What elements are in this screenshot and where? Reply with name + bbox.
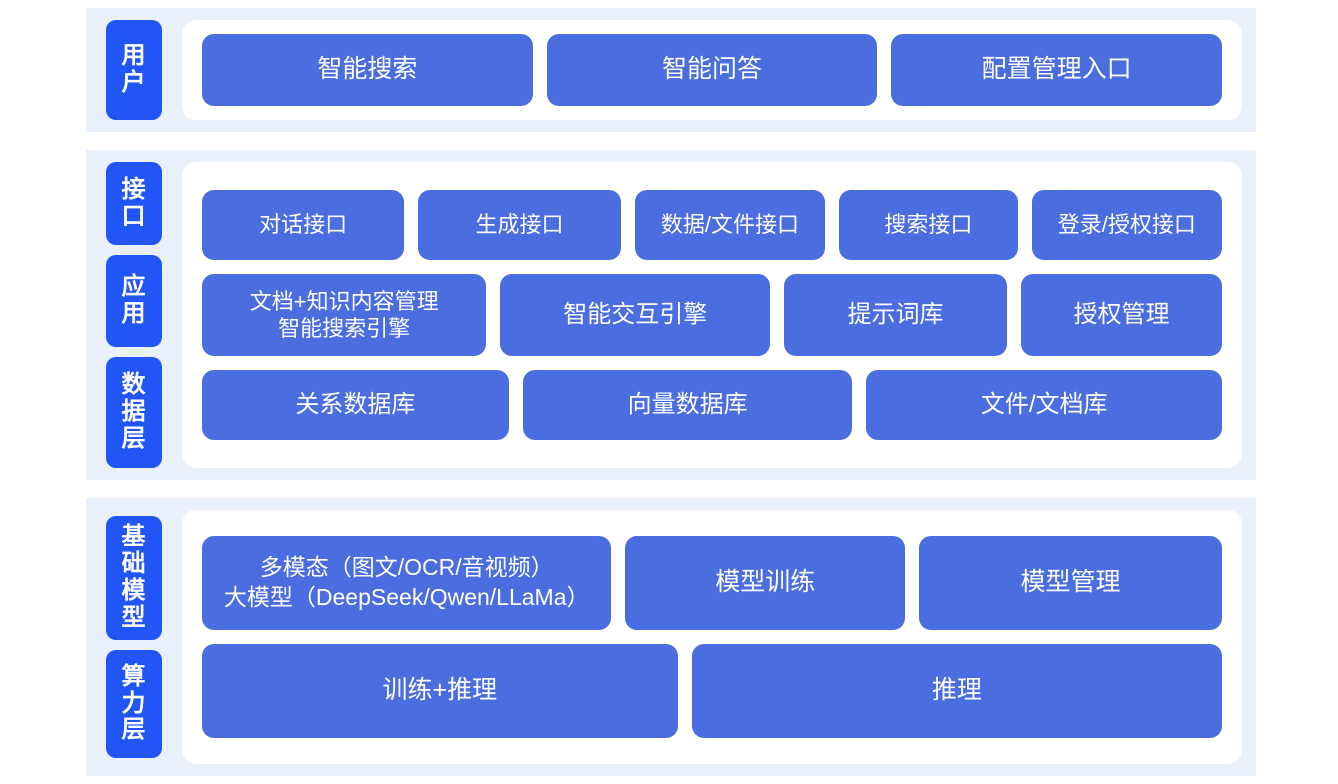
tab-user[interactable]: 用户 (106, 20, 162, 120)
box-search-api[interactable]: 搜索接口 (839, 190, 1018, 260)
box-smart-qa[interactable]: 智能问答 (546, 34, 878, 106)
tab-interface[interactable]: 接口 (106, 162, 162, 246)
tab-label-char: 力 (121, 689, 147, 717)
box-authorization-management[interactable]: 授权管理 (1020, 274, 1222, 356)
box-dialog-api[interactable]: 对话接口 (202, 190, 405, 260)
box-vector-database[interactable]: 向量数据库 (522, 370, 853, 440)
box-document-knowledge-management[interactable]: 文档+知识内容管理 智能搜索引擎 (202, 274, 487, 356)
tab-label-char: 层 (121, 424, 147, 452)
tab-label-char: 数 (121, 371, 147, 399)
tab-label-char: 用 (121, 42, 147, 70)
box-multimodal-large-model[interactable]: 多模态（图文/OCR/音视频） 大模型（DeepSeek/Qwen/LLaMa） (202, 536, 612, 630)
box-login-auth-api[interactable]: 登录/授权接口 (1031, 190, 1223, 260)
band-user: 用户 智能搜索 智能问答 配置管理入口 (86, 8, 1256, 132)
tab-label-char: 接 (121, 175, 147, 203)
tab-compute-layer[interactable]: 算力层 (106, 650, 162, 758)
box-generation-api[interactable]: 生成接口 (418, 190, 621, 260)
tab-label-char: 模 (121, 577, 147, 604)
band-middle-tabs: 接口 应用 数据层 (86, 150, 182, 480)
box-data-file-api[interactable]: 数据/文件接口 (634, 190, 826, 260)
tab-label-char: 基 (121, 523, 147, 551)
box-training-and-inference[interactable]: 训练+推理 (202, 644, 678, 738)
tab-label-char: 算 (121, 662, 147, 690)
box-config-management-entry[interactable]: 配置管理入口 (891, 34, 1223, 106)
tab-label-char: 用 (121, 300, 147, 328)
tab-label-char: 户 (121, 69, 147, 96)
row-compute: 训练+推理 推理 (202, 644, 1222, 738)
tab-data-layer[interactable]: 数据层 (106, 356, 162, 468)
tab-label-char: 应 (121, 273, 147, 301)
row-application: 文档+知识内容管理 智能搜索引擎 智能交互引擎 提示词库 授权管理 (202, 274, 1222, 356)
box-prompt-library[interactable]: 提示词库 (784, 274, 1007, 356)
tab-label-char: 口 (121, 202, 147, 230)
band-middle-card: 对话接口 生成接口 数据/文件接口 搜索接口 登录/授权接口 文档+知识内容管理… (182, 162, 1242, 468)
box-model-management[interactable]: 模型管理 (919, 536, 1222, 630)
box-inference[interactable]: 推理 (691, 644, 1222, 738)
band-bottom: 基础模型 算力层 多模态（图文/OCR/音视频） 大模型（DeepSeek/Qw… (86, 498, 1256, 776)
band-user-card: 智能搜索 智能问答 配置管理入口 (182, 20, 1242, 120)
box-relational-database[interactable]: 关系数据库 (202, 370, 509, 440)
row-interface: 对话接口 生成接口 数据/文件接口 搜索接口 登录/授权接口 (202, 190, 1223, 260)
tab-label-char: 层 (121, 716, 147, 744)
box-smart-search[interactable]: 智能搜索 (202, 34, 533, 106)
row-foundation-model: 多模态（图文/OCR/音视频） 大模型（DeepSeek/Qwen/LLaMa）… (202, 536, 1222, 630)
box-model-training[interactable]: 模型训练 (625, 536, 906, 630)
tab-label-char: 础 (121, 550, 147, 578)
band-middle: 接口 应用 数据层 对话接口 生成接口 数据/文件接口 搜索接口 登录/授权接口… (86, 150, 1256, 480)
band-bottom-card: 多模态（图文/OCR/音视频） 大模型（DeepSeek/Qwen/LLaMa）… (182, 510, 1242, 764)
tab-foundation-model[interactable]: 基础模型 (106, 516, 162, 640)
tab-label-char: 据 (121, 397, 147, 425)
row-user-entries: 智能搜索 智能问答 配置管理入口 (202, 34, 1223, 106)
box-file-document-store[interactable]: 文件/文档库 (866, 370, 1222, 440)
row-data: 关系数据库 向量数据库 文件/文档库 (202, 370, 1222, 440)
band-bottom-tabs: 基础模型 算力层 (86, 498, 182, 776)
box-smart-interaction-engine[interactable]: 智能交互引擎 (500, 274, 771, 356)
tab-label-char: 型 (121, 603, 147, 631)
band-user-tabs: 用户 (86, 8, 182, 132)
tab-application[interactable]: 应用 (106, 255, 162, 347)
